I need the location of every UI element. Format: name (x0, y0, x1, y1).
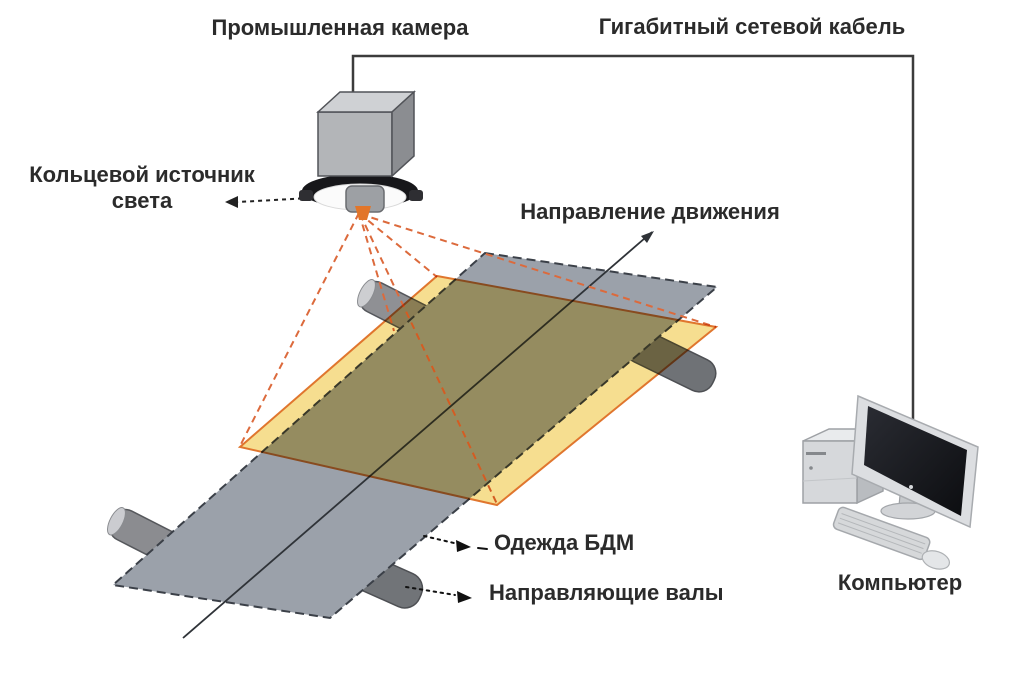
pc-mouse (921, 550, 951, 570)
machine-clothing-label: Одежда БДМ (494, 530, 635, 555)
clothing-callout-arrow (423, 535, 488, 552)
camera-body (317, 111, 393, 177)
rolls-callout-arrow (405, 586, 472, 603)
computer-label: Компьютер (837, 570, 963, 595)
guide-rolls-label: Направляющие валы (489, 580, 724, 605)
computer-icon (802, 394, 979, 570)
ring-light-callout-arrow (225, 196, 311, 208)
ring-light-label: Кольцевой источник света (29, 162, 255, 213)
network-cable-label: Гигабитный сетевой кабель (598, 14, 906, 39)
light-source-glow (355, 206, 371, 220)
pc-keyboard (832, 506, 931, 561)
direction-label: Направление движения (520, 199, 780, 224)
network-cable-line (351, 54, 915, 430)
pc-monitor (851, 394, 979, 529)
camera-label: Промышленная камера (211, 15, 469, 40)
illuminated-area (237, 274, 719, 507)
industrial-camera-icon (299, 90, 423, 220)
